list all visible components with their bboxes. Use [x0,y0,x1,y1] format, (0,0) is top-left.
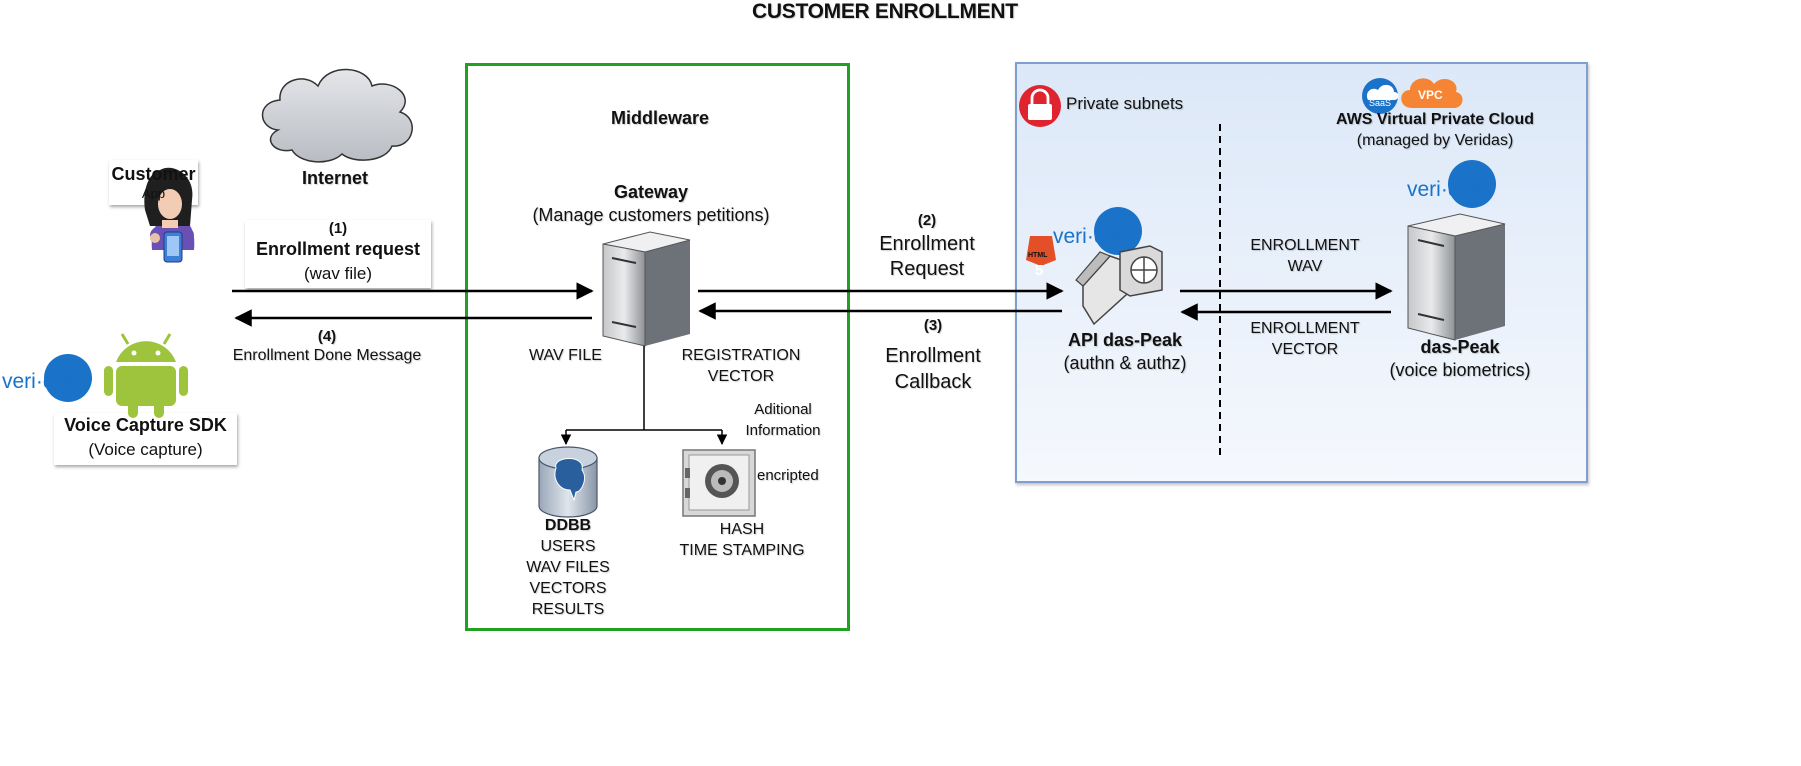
step2-line2: Request [889,258,965,280]
enrollment-vector-label-1: ENROLLMENT [1250,320,1360,337]
step2-number: (2) [917,212,937,229]
wav-file-label: WAV FILE [529,347,602,364]
ddbb-line-users: USERS [540,538,596,555]
sdk-label-box [54,413,237,465]
middleware-container [465,63,850,631]
gateway-title: Gateway [613,182,689,202]
database-icon [538,446,598,518]
step3-line2: Callback [894,371,972,393]
saas-badge-label: SaaS [1369,98,1392,108]
html5-badge-label: HTML [1028,252,1048,259]
additional-info-label-2: Information [745,422,821,439]
step1-label-box [245,220,431,288]
registration-vector-label-1: REGISTRATION [681,347,801,364]
vpc-cloud-icon [1401,78,1463,108]
vpc-subtitle: (managed by Veridas) [1356,132,1514,149]
api-title: API das-Peak [1067,330,1183,350]
saas-cloud-icon [1362,78,1399,114]
sdk-title: Voice Capture SDK [64,415,227,435]
step1-title: Enrollment request [255,239,421,259]
veridas-server-logo-circle [1448,160,1496,208]
customer-avatar-icon [144,167,195,263]
enrollment-wav-label-1: ENROLLMENT [1250,237,1360,254]
sdk-subtitle: (Voice capture) [88,440,203,459]
api-subtitle: (authn & authz) [1063,353,1187,373]
gateway-server-icon [602,231,691,347]
sdk-brand-logo: veri·das [2,370,77,393]
private-subnets-label: Private subnets [1066,94,1184,113]
ddbb-title: DDBB [544,517,592,534]
veridas-sdk-logo-circle [44,354,92,402]
cloud-icon [261,68,413,163]
lock-icon [1019,85,1061,127]
step2-line1: Enrollment [879,233,975,255]
enrollment-vector-label-2: VECTOR [1271,341,1339,358]
step1-subtitle: (wav file) [303,264,372,283]
api-brand-logo: veri·das [1053,225,1128,248]
registration-vector-label-2: VECTOR [707,368,775,385]
das-peak-title: das-Peak [1420,337,1500,357]
html5-number: 5 [1035,262,1044,279]
step4-number: (4) [317,328,337,345]
ddbb-line-vectors: VECTORS [529,580,607,597]
customer-subtitle: App [141,186,166,201]
enrollment-wav-label-2: WAV [1287,258,1323,275]
vpc-badge-label: VPC [1418,88,1443,102]
das-peak-server-icon [1407,213,1506,341]
vpc-title: AWS Virtual Private Cloud [1336,111,1534,128]
veridas-api-logo-circle [1094,207,1142,255]
step1-number: (1) [328,220,348,237]
step3-number: (3) [923,317,943,334]
ddbb-line-results: RESULTS [531,601,605,618]
ddbb-line-wav-files: WAV FILES [526,559,610,576]
page-title: CUSTOMER ENROLLMENT [752,0,1018,23]
das-peak-subtitle: (voice biometrics) [1389,360,1531,380]
middleware-title: Middleware [610,108,710,128]
hash-label: HASH [719,521,765,538]
api-gateway-icon [1075,245,1163,326]
android-icon [104,333,188,418]
additional-info-label-1: Aditional [754,401,812,418]
step3-line1: Enrollment [885,345,981,367]
encrypted-label: encripted [757,467,819,484]
customer-title: Customer [111,164,196,184]
step4-label: Enrollment Done Message [232,347,422,364]
internet-label: Internet [302,168,369,188]
html5-icon [1026,236,1056,266]
gateway-subtitle: (Manage customers petitions) [532,205,770,225]
time-stamping-label: TIME STAMPING [679,542,805,559]
server-brand-logo: veri·das [1407,178,1482,201]
safe-icon [682,449,756,517]
